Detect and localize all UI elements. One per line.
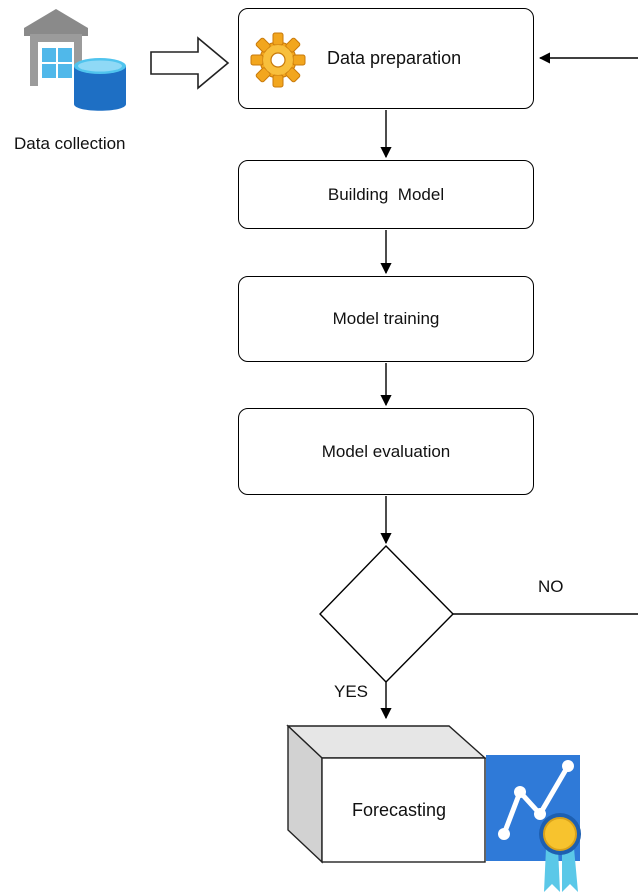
model-evaluation-label: Model evaluation [321, 441, 451, 461]
model-evaluation-box[interactable]: Model evaluation [238, 408, 534, 495]
data-preparation-label: Data preparation [327, 48, 462, 68]
forecasting-label[interactable]: Forecasting [352, 800, 447, 820]
gear-icon [250, 32, 306, 88]
model-training-label: Model training [332, 309, 440, 328]
forecasting-cube [286, 724, 487, 864]
decision-diamond [319, 544, 454, 684]
hollow-arrow [150, 36, 230, 90]
data-preparation-box[interactable]: Data preparation [238, 8, 534, 109]
yes-label: YES [334, 682, 369, 701]
building-model-box[interactable]: Building Model [238, 160, 534, 229]
chart-certificate-icon [486, 755, 581, 892]
data-collection-label: Data collection [14, 134, 126, 153]
building-model-label: Building Model [327, 184, 445, 204]
model-training-box[interactable]: Model training [238, 276, 534, 362]
warehouse-database-icon [24, 9, 126, 111]
no-label: NO [538, 577, 564, 596]
